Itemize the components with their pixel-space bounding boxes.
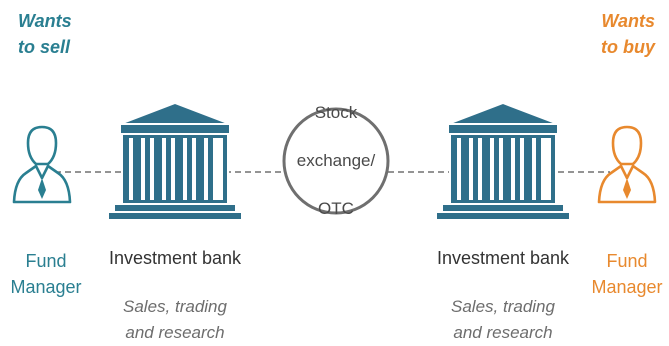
intent-buy: Wants to buy	[601, 8, 655, 60]
intent-sell: Wants to sell	[18, 8, 72, 60]
intent-buy-line1: Wants	[601, 11, 655, 31]
intent-sell-line2: to sell	[18, 37, 71, 57]
role-left-line1: Fund	[25, 251, 67, 271]
bank-building-icon	[107, 101, 243, 221]
role-right-line2: Manager	[591, 277, 663, 297]
bank-building-icon	[435, 101, 571, 221]
person-icon	[12, 125, 72, 204]
intent-buy-line2: to buy	[601, 37, 655, 57]
exchange-line3: OTC	[318, 199, 354, 218]
exchange-circle	[282, 107, 390, 215]
role-left-line2: Manager	[10, 277, 82, 297]
bank-description-left: Sales, trading and research	[100, 294, 250, 346]
investment-bank-label-left: Investment bank	[108, 248, 242, 268]
exchange-line2: exchange/	[296, 151, 376, 170]
investment-bank-label-right: Investment bank	[436, 248, 570, 268]
exchange-line1: Stock	[314, 103, 358, 122]
desc-left-line2: and research	[125, 323, 225, 342]
exchange-label: Stock exchange/ OTC	[283, 103, 389, 218]
desc-left-line1: Sales, trading	[123, 297, 227, 316]
bank-description-right: Sales, trading and research	[428, 294, 578, 346]
intent-sell-line1: Wants	[18, 11, 72, 31]
desc-right-line1: Sales, trading	[451, 297, 555, 316]
desc-right-line2: and research	[453, 323, 553, 342]
role-right-line1: Fund	[606, 251, 648, 271]
fund-manager-buyer: Fund Manager	[585, 248, 669, 300]
person-icon	[597, 125, 657, 204]
fund-manager-seller: Fund Manager	[4, 248, 88, 300]
